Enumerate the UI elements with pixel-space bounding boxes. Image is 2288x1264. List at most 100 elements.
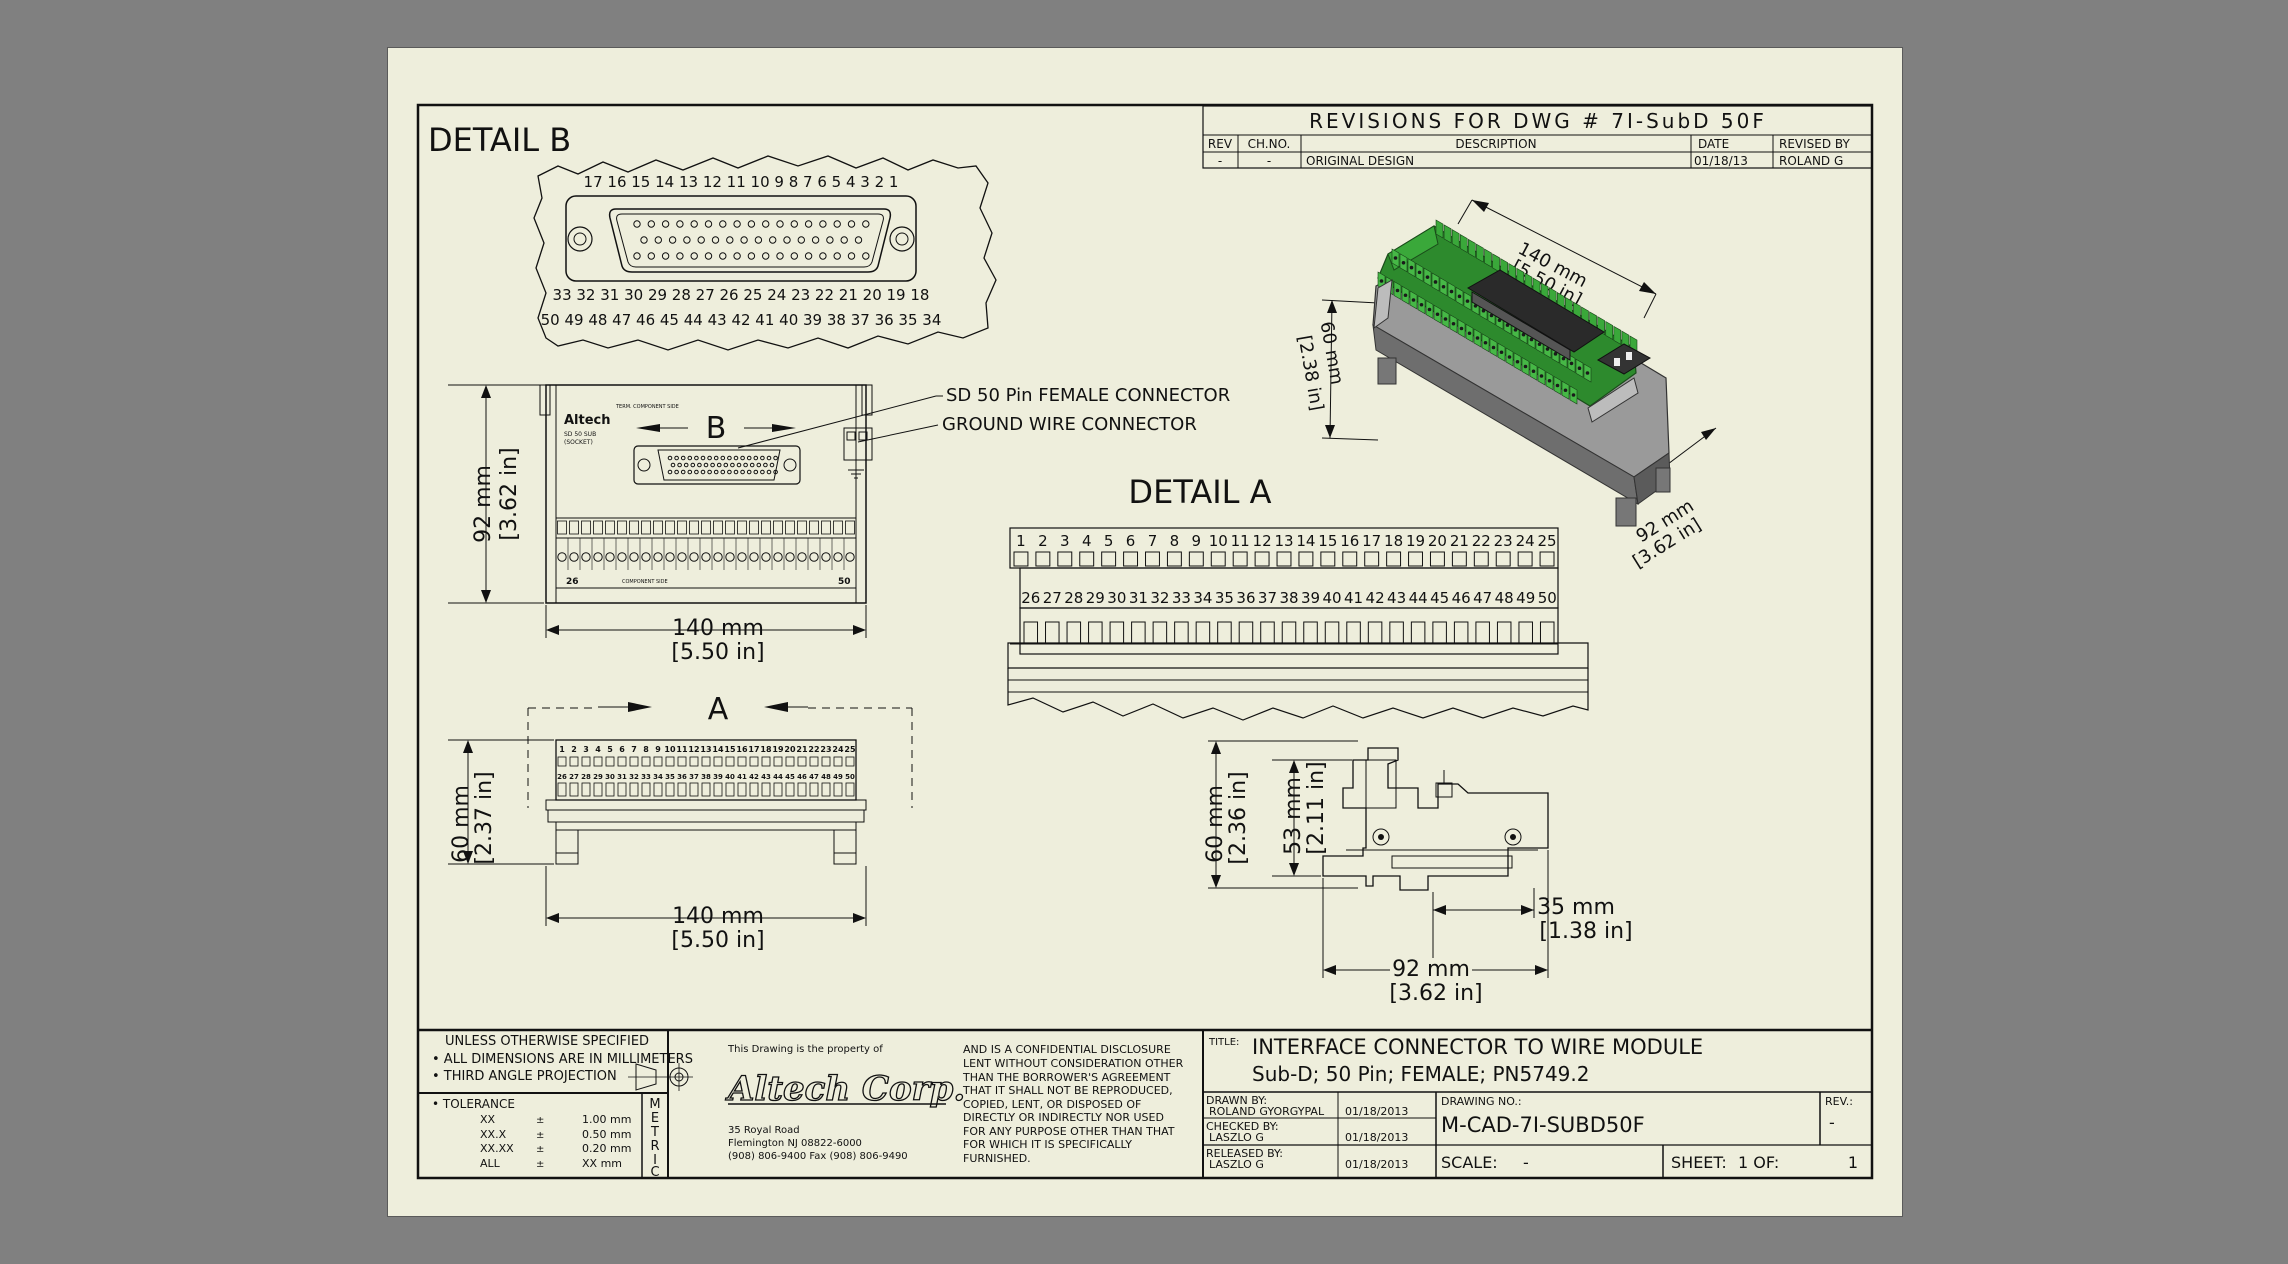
terminal-number: 24 (832, 745, 844, 754)
pin-hole (676, 220, 684, 228)
terminal-number: 47 (809, 773, 819, 781)
terminal-number: 2 (571, 745, 577, 754)
terminal-screw (581, 552, 591, 562)
tol-key-3: XX.XX (480, 1142, 514, 1155)
svg-text:I: I (653, 1153, 657, 1168)
pin-hole (683, 462, 689, 468)
terminal-number: 33 (641, 773, 651, 781)
detail-a-view: DETAIL A 1262273284295306317328339341035… (1007, 473, 1589, 721)
rev-value: - (1829, 1113, 1835, 1132)
dim-237in-side: [2.37 in] (472, 771, 497, 864)
svg-text:50: 50 (838, 577, 851, 587)
address-line-3: (908) 806-9400 Fax (908) 806-9490 (728, 1151, 908, 1162)
dsub-shell (608, 208, 892, 273)
terminal-number: 39 (1301, 589, 1320, 607)
pin-hole (769, 462, 775, 468)
terminal-number: 42 (749, 773, 759, 781)
pin-hole (833, 252, 841, 260)
terminal-number: 8 (643, 745, 649, 754)
pin-hole (862, 252, 870, 260)
terminal-number: 26 (1021, 589, 1040, 607)
dim-362in-front: [3.62 in] (497, 447, 522, 540)
terminal-number: 47 (1473, 589, 1492, 607)
pin-hole (740, 455, 745, 461)
svg-text:±: ± (536, 1130, 544, 1141)
pin-hole (773, 469, 778, 475)
terminal-number: 8 (1170, 532, 1180, 550)
pin-hole (749, 462, 755, 468)
terminal-screw (773, 552, 783, 562)
released-by-name: LASZLO G (1209, 1158, 1264, 1171)
rev-row-description: ORIGINAL DESIGN (1306, 154, 1414, 168)
pin-hole (707, 469, 712, 475)
terminal-number: 7 (1148, 532, 1158, 550)
sheet-value: 1 OF: (1738, 1153, 1779, 1172)
terminal-number: 38 (1279, 589, 1298, 607)
terminal-number: 50 (1538, 589, 1557, 607)
dim-362in-end: [3.62 in] (1389, 981, 1482, 1006)
pin-hole (733, 469, 739, 475)
metric-vertical-label: M E T R I C (649, 1097, 660, 1180)
terminal-number: 29 (593, 773, 603, 781)
terminal-number: 6 (1126, 532, 1136, 550)
view-label-b: B (706, 411, 727, 446)
address-line-1: 35 Royal Road (728, 1125, 800, 1136)
pin-hole (719, 252, 727, 260)
terminal-screw (569, 552, 579, 562)
pin-hole (654, 236, 662, 244)
pin-hole (640, 236, 648, 244)
terminal-number: 2 (1038, 532, 1048, 550)
pin-hole (840, 236, 848, 244)
terminal-number: 14 (712, 745, 724, 754)
rev-header-rev: REV (1208, 137, 1233, 151)
terminal-screw (725, 520, 735, 535)
terminal-number: 20 (1428, 532, 1447, 550)
pin-hole (647, 220, 655, 228)
pin-hole (763, 462, 768, 468)
dsub-pins (633, 220, 870, 260)
terminal-number: 37 (1258, 589, 1277, 607)
terminal-number: 38 (701, 773, 711, 781)
terminal-screw (809, 520, 819, 535)
pin-hole (847, 220, 856, 228)
terminal-number: 29 (1086, 589, 1105, 607)
terminal-number: 30 (605, 773, 615, 781)
rev-row-date: 01/18/13 (1694, 154, 1748, 168)
pin-hole (811, 236, 820, 244)
svg-text:(SOCKET): (SOCKET) (564, 439, 593, 446)
pin-hole (804, 252, 813, 260)
terminal-number: 23 (820, 745, 831, 754)
terminal-screw (557, 552, 567, 562)
svg-text:COPIED, LENT, OR DISPOSED OF: COPIED, LENT, OR DISPOSED OF (963, 1098, 1141, 1111)
terminal-number: 6 (619, 745, 625, 754)
callout-ground: GROUND WIRE CONNECTOR (942, 414, 1197, 435)
terminal-number: 14 (1296, 532, 1315, 550)
terminal-number: 30 (1107, 589, 1126, 607)
terminal-number: 42 (1366, 589, 1385, 607)
pin-hole (677, 462, 682, 468)
svg-text:THAT IT SHALL NOT BE REPRODUCE: THAT IT SHALL NOT BE REPRODUCED, (962, 1084, 1173, 1097)
pin-hole (667, 455, 673, 461)
pin-hole (776, 220, 784, 228)
terminal-number: 37 (689, 773, 699, 781)
pin-hole (819, 220, 827, 228)
terminal-screw (689, 552, 699, 562)
pin-hole (733, 220, 741, 228)
terminal-screw (617, 520, 627, 535)
terminal-number: 49 (833, 773, 843, 781)
drawing-no: M-CAD-7I-SUBD50F (1441, 1113, 1645, 1137)
rev-header-description: DESCRIPTION (1455, 137, 1536, 151)
terminal-number: 43 (761, 773, 771, 781)
tol-val-4: XX mm (582, 1157, 622, 1170)
pin-hole (707, 455, 712, 461)
terminal-screw (785, 552, 795, 562)
pin-hole (694, 469, 699, 475)
terminal-number: 46 (1452, 589, 1471, 607)
address-line-2: Flemington NJ 08822-6000 (728, 1138, 862, 1149)
terminal-screw (593, 520, 603, 535)
brand-label-small: Altech (564, 413, 611, 428)
terminal-screw (773, 520, 783, 535)
dim-236in-end: [2.36 in] (1226, 771, 1251, 864)
pin-hole (754, 236, 763, 244)
terminal-screw (761, 520, 771, 535)
